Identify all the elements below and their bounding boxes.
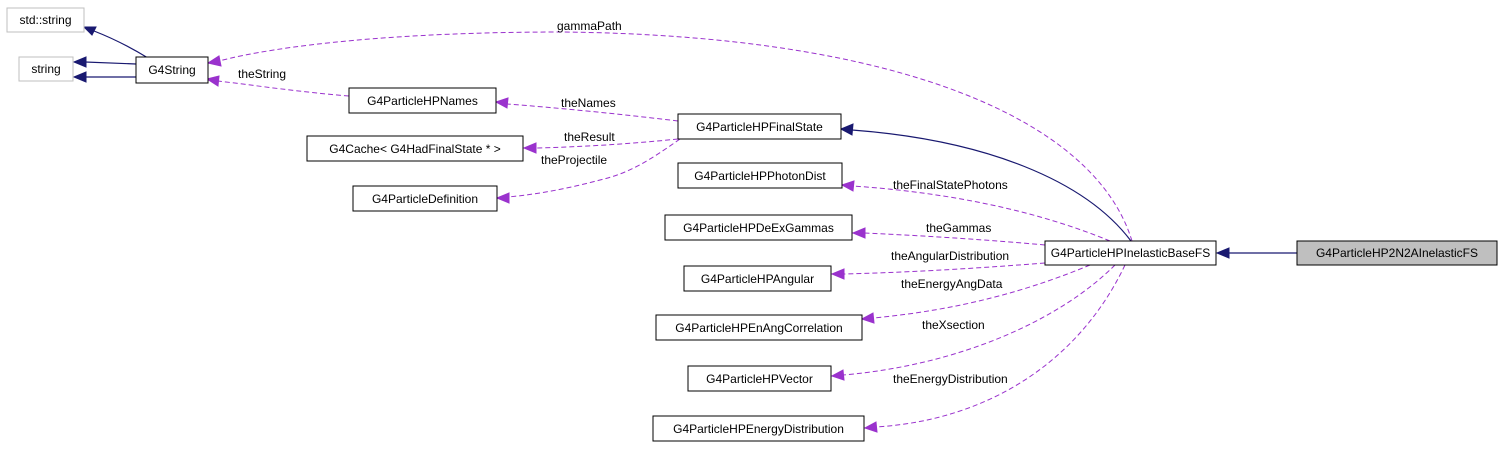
node-std-string[interactable]: std::string (6, 7, 85, 33)
node-label-cache: G4Cache< G4HadFinalState * > (329, 142, 500, 156)
node-label-finalstate: G4ParticleHPFinalState (696, 120, 823, 134)
node-label-deexgammas: G4ParticleHPDeExGammas (683, 221, 834, 235)
edge-theresult (534, 138, 679, 149)
node-label-string: string (31, 62, 60, 76)
edge-thestring (217, 80, 350, 97)
node-enangcorr[interactable]: G4ParticleHPEnAngCorrelation (655, 314, 863, 341)
arrowhead-thestring (205, 75, 220, 87)
arrowhead-std-string (82, 26, 97, 36)
edge-thefinalstatephotons (852, 185, 1111, 242)
node-label-std-string: std::string (19, 13, 71, 27)
node-deexgammas[interactable]: G4ParticleHPDeExGammas (664, 214, 853, 241)
edge-theenergydistribution (875, 264, 1126, 428)
inheritance-edges (72, 26, 1297, 259)
label-theenergydistribution: theEnergyDistribution (893, 372, 1008, 386)
node-label-g4string: G4String (148, 63, 195, 77)
node-label-energydist: G4ParticleHPEnergyDistribution (673, 422, 844, 436)
edge-gammapath (218, 31, 1133, 242)
node-pdef[interactable]: G4ParticleDefinition (352, 185, 498, 212)
member-edges (205, 31, 1133, 433)
label-thefinalstatephotons: theFinalStatePhotons (893, 178, 1008, 192)
arrowhead-gammapath (206, 55, 222, 67)
node-label-enangcorr: G4ParticleHPEnAngCorrelation (675, 321, 842, 335)
arrowhead-inelastic (1215, 247, 1230, 259)
node-energydist[interactable]: G4ParticleHPEnergyDistribution (652, 415, 865, 442)
label-thexsection: theXsection (922, 318, 985, 332)
node-label-inelasticbase: G4ParticleHPInelasticBaseFS (1051, 246, 1210, 260)
edge-thenames (506, 103, 679, 122)
edge-theangulardistribution (842, 262, 1046, 275)
label-theenergyangdata: theEnergyAngData (901, 277, 1003, 291)
edge-g4string-string-upper (84, 61, 137, 65)
label-thegammas: theGammas (926, 221, 991, 235)
arrowhead-theprojectile (495, 192, 510, 204)
edge-thegammas (863, 232, 1046, 246)
node-label-n2a: G4ParticleHP2N2AInelasticFS (1316, 246, 1478, 260)
label-gammapath: gammaPath (557, 19, 622, 33)
node-photondist[interactable]: G4ParticleHPPhotonDist (677, 162, 843, 189)
arrowhead-theangulardistribution (830, 268, 845, 280)
node-inelasticbase[interactable]: G4ParticleHPInelasticBaseFS (1044, 240, 1217, 266)
arrowhead-theenergyangdata (860, 312, 875, 324)
node-angular[interactable]: G4ParticleHPAngular (683, 265, 832, 292)
node-g4string[interactable]: G4String (135, 56, 209, 84)
edge-labels: gammaPath theString theNames theResult t… (238, 19, 1009, 386)
arrowhead-theresult (522, 142, 537, 154)
edge-inelastic-finalstate (851, 129, 1132, 242)
node-label-photondist: G4ParticleHPPhotonDist (694, 169, 826, 183)
label-theangulardistribution: theAngularDistribution (891, 249, 1009, 263)
label-thestring: theString (238, 67, 286, 81)
node-cache[interactable]: G4Cache< G4HadFinalState * > (306, 135, 524, 162)
label-thenames: theNames (561, 96, 616, 110)
arrowhead-thexsection (830, 369, 845, 381)
label-theresult: theResult (564, 130, 615, 144)
arrowhead-thegammas (851, 227, 866, 239)
node-label-vector: G4ParticleHPVector (706, 372, 813, 386)
node-label-names: G4ParticleHPNames (367, 94, 478, 108)
label-theprojectile: theProjectile (541, 153, 607, 167)
arrowhead-string-lower (72, 71, 87, 83)
node-label-pdef: G4ParticleDefinition (372, 192, 478, 206)
node-names[interactable]: G4ParticleHPNames (348, 87, 497, 114)
arrowhead-thefinalstatephotons (840, 180, 855, 192)
arrowhead-theenergydistribution (863, 421, 878, 433)
edge-theenergyangdata (872, 264, 1091, 319)
node-string[interactable]: string (18, 56, 74, 82)
node-label-angular: G4ParticleHPAngular (701, 272, 814, 286)
arrowhead-finalstate (839, 123, 854, 136)
node-vector[interactable]: G4ParticleHPVector (687, 365, 832, 392)
arrowhead-string-upper (72, 56, 87, 68)
edge-g4string-std-string (93, 30, 149, 59)
arrowhead-thenames (494, 97, 509, 109)
node-n2a[interactable]: G4ParticleHP2N2AInelasticFS (1296, 240, 1498, 266)
node-finalstate[interactable]: G4ParticleHPFinalState (677, 113, 842, 140)
edge-theprojectile (507, 138, 681, 198)
